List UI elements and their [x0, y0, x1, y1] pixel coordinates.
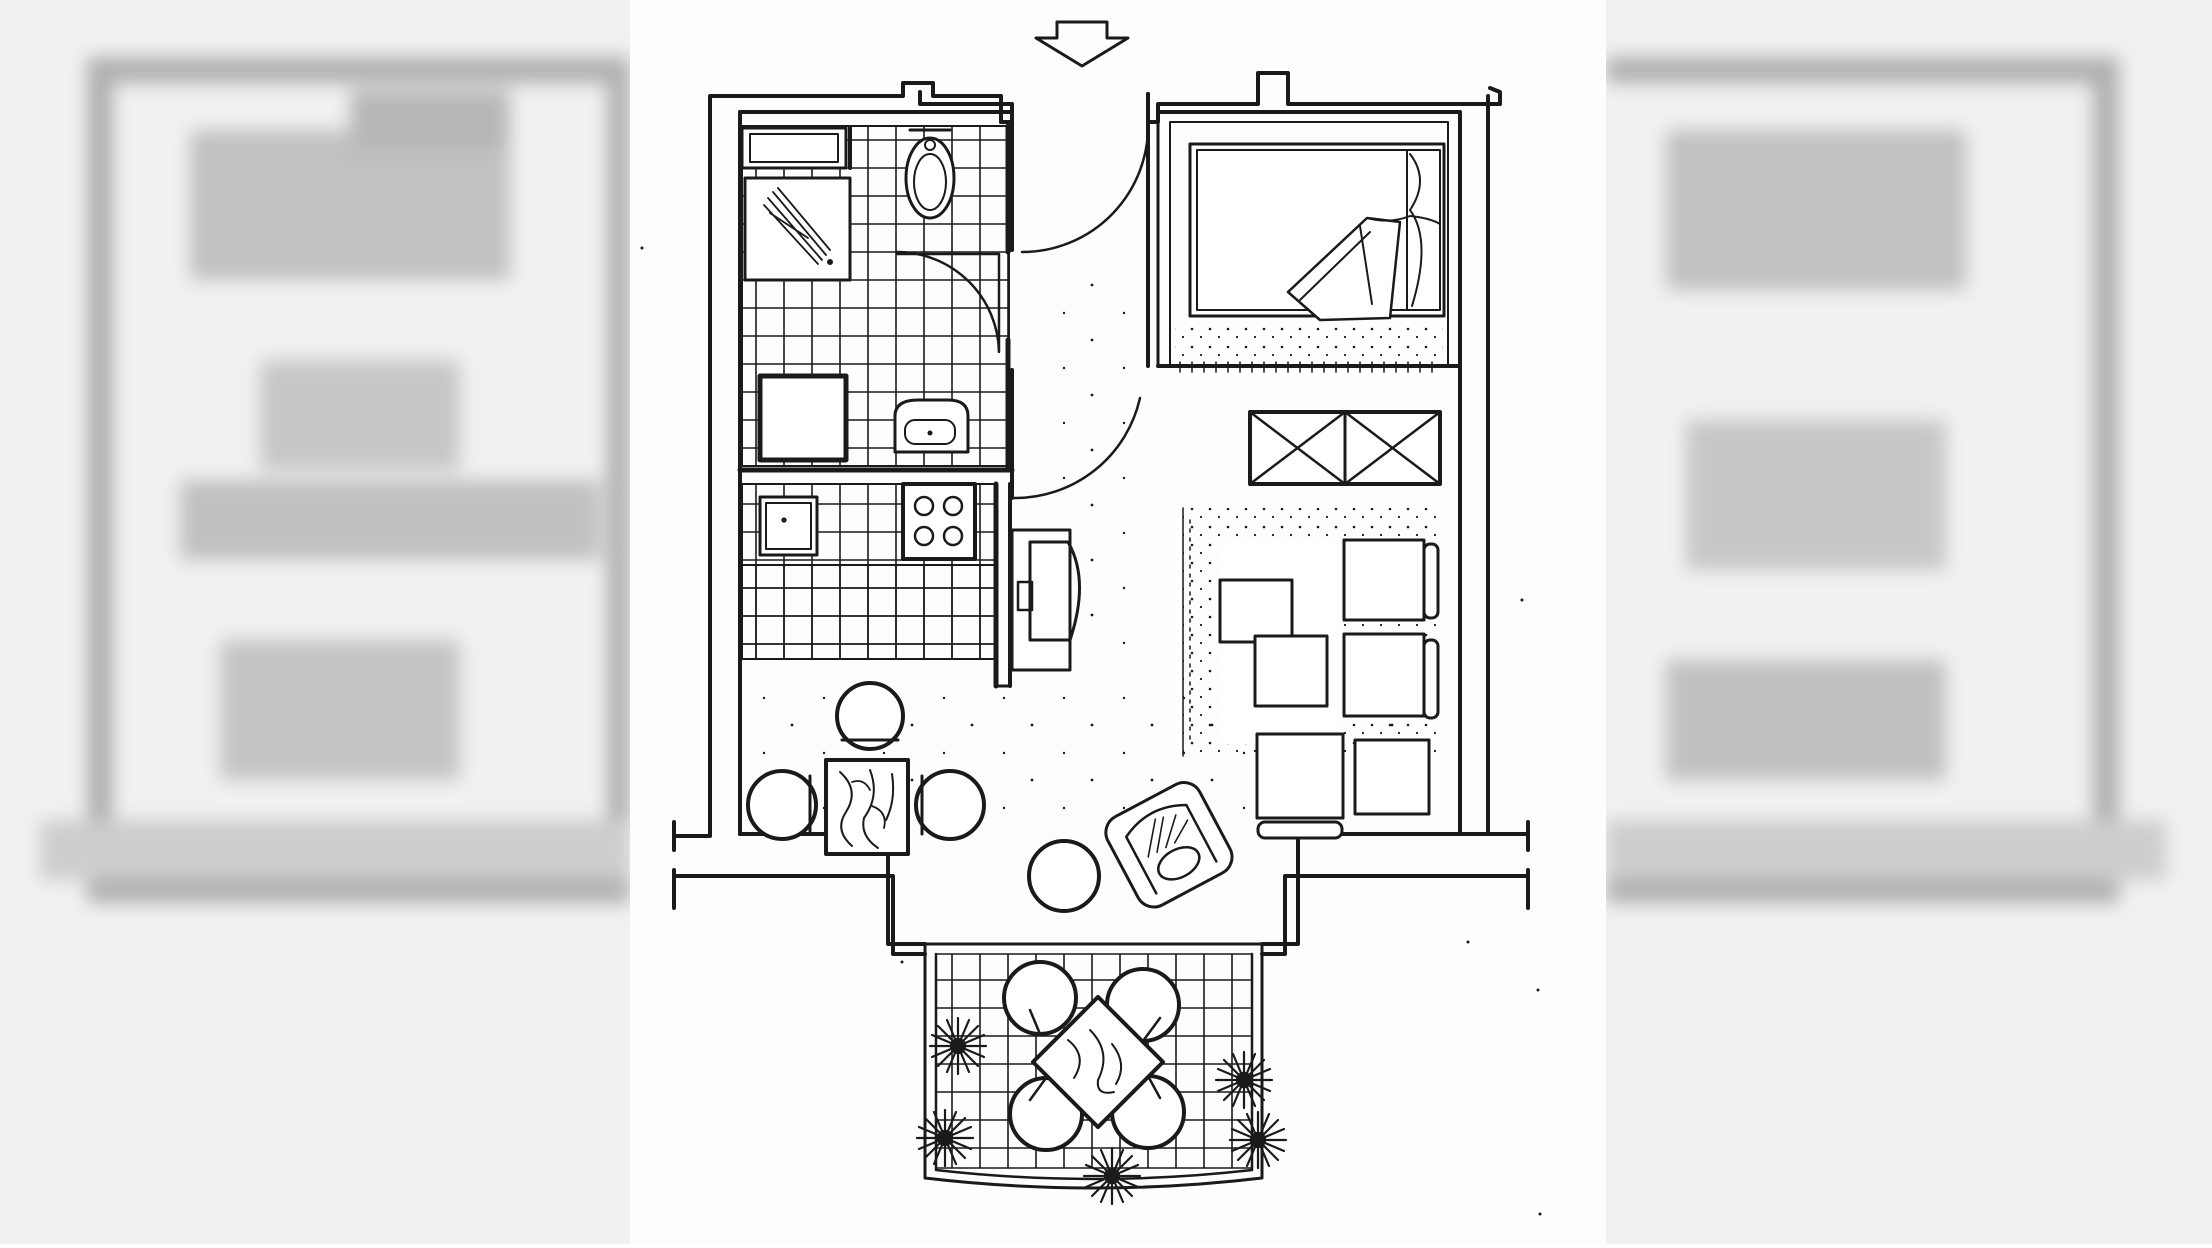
kitchen-sink [758, 495, 819, 557]
bathroom [737, 123, 1015, 473]
armchair [1104, 781, 1234, 909]
washer [757, 373, 849, 463]
double-bed [1188, 142, 1446, 322]
round-table [1027, 839, 1101, 913]
wardrobe [1248, 410, 1442, 486]
exterior-walls [672, 71, 1530, 956]
floor-plan-sheet [630, 0, 1606, 1244]
floor-plan-drawing [640, 20, 1542, 1216]
shower [743, 176, 852, 282]
entrance-hall [1010, 92, 1160, 660]
blurred-background-right [1606, 0, 2212, 1244]
plant-icon [915, 1016, 1288, 1206]
sofa [1182, 507, 1440, 840]
balcony-table [1002, 960, 1186, 1152]
balcony [915, 942, 1288, 1206]
dining-table [746, 681, 986, 856]
blurred-background-left [0, 0, 630, 1244]
stove [901, 482, 977, 561]
toilet [904, 128, 956, 220]
bathroom-sink [893, 398, 970, 454]
bedroom [1156, 121, 1462, 373]
living-room [746, 410, 1450, 913]
sketch-marks [640, 246, 1542, 1216]
arrow-down-icon [1034, 20, 1130, 68]
desk [1010, 528, 1082, 672]
kitchen [741, 481, 1012, 689]
